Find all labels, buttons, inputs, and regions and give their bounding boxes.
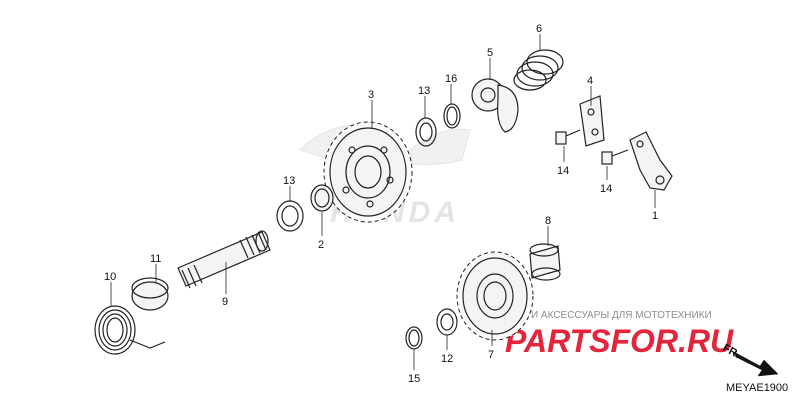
part-13-washer-upper[interactable]	[415, 117, 437, 147]
callout-15: 15	[408, 373, 420, 385]
callout-2: 2	[318, 239, 324, 251]
leader-lines	[110, 34, 656, 370]
callout-11: 11	[150, 253, 161, 265]
part-11-collar[interactable]	[131, 277, 169, 311]
part-9-kickstarter-spindle[interactable]	[177, 230, 271, 289]
part-6-spring[interactable]	[513, 49, 564, 91]
site-tagline: СТИ И АКСЕССУАРЫ ДЛЯ МОТОТЕХНИКИ	[508, 310, 712, 321]
callout-13-lower: 13	[283, 175, 295, 187]
callout-12: 12	[441, 353, 453, 365]
part-10-return-spring[interactable]	[94, 305, 166, 355]
callout-6: 6	[536, 23, 542, 35]
callout-9: 9	[222, 296, 228, 308]
callouts: 6 5 16 13 3 4 1 14 14 13 2 9 11 10 8 7 1…	[104, 23, 658, 385]
part-1-plate[interactable]	[629, 131, 673, 191]
callout-1: 1	[652, 210, 658, 222]
part-7-idle-gear[interactable]	[456, 251, 534, 341]
callout-10: 10	[104, 271, 116, 283]
front-arrow-icon	[733, 351, 779, 377]
part-13-washer-lower[interactable]	[276, 200, 304, 232]
part-12-washer[interactable]	[436, 308, 458, 336]
part-5-ratchet[interactable]	[471, 78, 519, 133]
callout-7: 7	[488, 349, 494, 361]
callout-14-left: 14	[557, 165, 569, 177]
callout-16: 16	[445, 73, 457, 85]
part-15-snap-ring[interactable]	[405, 326, 423, 350]
callout-14-right: 14	[600, 183, 612, 195]
part-3-kickstarter-gear[interactable]	[323, 121, 413, 223]
callout-8: 8	[545, 215, 551, 227]
site-watermark: PARTSFOR.RU	[505, 323, 734, 359]
front-direction-indicator: FR.	[721, 342, 779, 377]
part-14-bolt-right[interactable]	[601, 149, 629, 165]
part-16-snap-ring[interactable]	[443, 103, 461, 129]
callout-13-upper: 13	[418, 85, 430, 97]
part-14-bolt-left[interactable]	[555, 129, 581, 145]
part-2-bushing[interactable]	[310, 184, 334, 212]
diagram-code: MEYAE1900	[726, 382, 788, 394]
callout-4: 4	[587, 75, 593, 87]
callout-3: 3	[368, 89, 374, 101]
callout-5: 5	[487, 47, 493, 59]
part-8-bushing[interactable]	[529, 243, 561, 281]
part-4-bracket[interactable]	[579, 95, 605, 147]
